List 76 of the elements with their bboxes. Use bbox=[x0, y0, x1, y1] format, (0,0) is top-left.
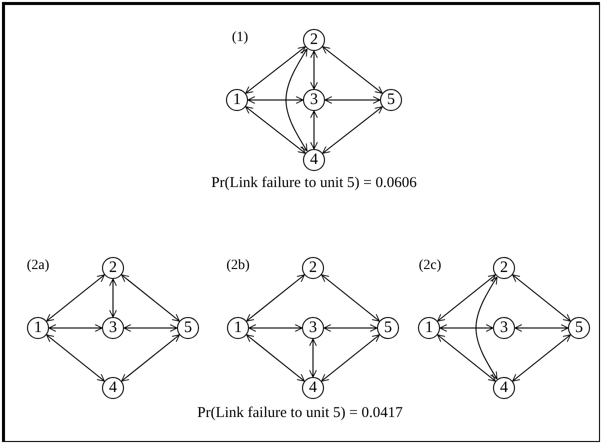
circle-node bbox=[226, 89, 248, 111]
circle-node bbox=[493, 257, 515, 279]
double-arrow bbox=[514, 324, 568, 332]
double-arrow bbox=[286, 48, 308, 152]
circle-node bbox=[227, 317, 249, 339]
node-number: 1 bbox=[233, 92, 241, 108]
circle-node bbox=[303, 89, 325, 111]
double-arrow bbox=[46, 334, 105, 382]
double-arrow bbox=[109, 278, 117, 318]
circle-node bbox=[177, 317, 199, 339]
circle-node bbox=[102, 257, 124, 279]
panel-label: (1) bbox=[232, 30, 248, 46]
node-number: 4 bbox=[500, 380, 508, 396]
double-arrow bbox=[476, 276, 498, 380]
node-number: 4 bbox=[109, 380, 117, 396]
node-number: 2 bbox=[109, 260, 117, 276]
double-arrow bbox=[437, 334, 496, 382]
node-number: 5 bbox=[575, 320, 583, 336]
node-number: 5 bbox=[387, 92, 395, 108]
circle-node bbox=[302, 377, 324, 399]
circle-node bbox=[102, 377, 124, 399]
circle-node bbox=[568, 317, 590, 339]
double-arrow bbox=[245, 46, 306, 94]
double-arrow bbox=[512, 334, 571, 382]
node-number: 3 bbox=[309, 320, 317, 336]
double-arrow bbox=[246, 334, 305, 382]
circle-node bbox=[27, 317, 49, 339]
double-arrow bbox=[121, 334, 180, 382]
node-number: 4 bbox=[309, 380, 317, 396]
double-arrow bbox=[321, 274, 380, 322]
double-arrow bbox=[245, 106, 306, 154]
double-arrow bbox=[246, 274, 305, 322]
double-arrow bbox=[324, 96, 380, 104]
double-arrow bbox=[322, 46, 383, 94]
double-arrow bbox=[324, 324, 378, 332]
node-number: 3 bbox=[310, 92, 318, 108]
double-arrow bbox=[310, 50, 318, 90]
double-arrow bbox=[512, 274, 571, 322]
node-number: 4 bbox=[310, 152, 318, 168]
double-arrow bbox=[437, 274, 496, 322]
double-arrow bbox=[248, 96, 304, 104]
node-number: 2 bbox=[309, 260, 317, 276]
node-number: 3 bbox=[500, 320, 508, 336]
node-number: 5 bbox=[184, 320, 192, 336]
circle-node bbox=[380, 89, 402, 111]
panel-label: (2a) bbox=[26, 258, 50, 274]
double-arrow bbox=[121, 274, 180, 322]
double-arrow bbox=[124, 324, 178, 332]
node-number: 3 bbox=[109, 320, 117, 336]
double-arrow bbox=[322, 106, 383, 154]
node-number: 5 bbox=[384, 320, 392, 336]
panel-label: (2c) bbox=[418, 258, 442, 274]
circle-node bbox=[302, 257, 324, 279]
node-number: 1 bbox=[34, 320, 42, 336]
double-arrow bbox=[248, 324, 302, 332]
circle-node bbox=[377, 317, 399, 339]
double-arrow bbox=[440, 324, 494, 332]
circle-node bbox=[303, 29, 325, 51]
double-arrow bbox=[321, 334, 380, 382]
caption-text: Pr(Link failure to unit 5) = 0.0606 bbox=[211, 175, 417, 192]
circle-node bbox=[418, 317, 440, 339]
double-arrow bbox=[309, 338, 317, 378]
circle-node bbox=[493, 317, 515, 339]
circle-node bbox=[493, 377, 515, 399]
panel-label: (2b) bbox=[226, 258, 250, 274]
node-number: 1 bbox=[234, 320, 242, 336]
node-number: 2 bbox=[310, 32, 318, 48]
circle-node bbox=[302, 317, 324, 339]
double-arrow bbox=[48, 324, 102, 332]
node-number: 1 bbox=[425, 320, 433, 336]
circle-node bbox=[303, 149, 325, 171]
caption-text: Pr(Link failure to unit 5) = 0.0417 bbox=[197, 405, 403, 422]
double-arrow bbox=[46, 274, 105, 322]
double-arrow bbox=[310, 110, 318, 150]
node-number: 2 bbox=[500, 260, 508, 276]
circle-node bbox=[102, 317, 124, 339]
